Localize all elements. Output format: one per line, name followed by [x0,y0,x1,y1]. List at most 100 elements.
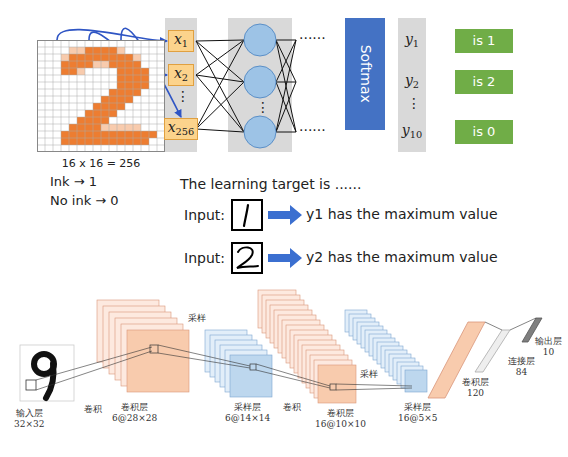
ink-cell [85,110,93,117]
ink-cell [85,61,93,68]
ellipsis: ⋮ [176,88,190,104]
subscript: 2 [182,72,188,83]
ink-cell [77,47,85,54]
grid-caption: 16 x 16 = 256 [37,157,165,170]
ink-cell [101,54,109,61]
ink-cell [77,131,85,138]
projection-line [256,370,330,388]
box-label: y1 [405,32,419,50]
ellipsis: ⋮ [256,99,270,115]
projection-line [336,384,412,386]
input-band [165,18,197,152]
ink-cell [125,96,133,103]
handwritten-nine [46,364,54,398]
projection-line [36,351,152,390]
pointer-arrow [57,30,167,41]
subscript: 256 [176,126,195,137]
box-label: y2 [405,73,419,91]
ink-cell [125,131,133,138]
ink-cell [69,61,77,68]
projection-line [510,318,536,330]
class-box: is 2 [455,70,513,94]
ink-cell [125,61,133,68]
ink-cell [101,110,109,117]
ink-cell [133,54,141,61]
projection-line [485,322,502,330]
ink-cell [61,68,69,75]
pixel-grid: 16 x 16 = 256 [37,40,165,170]
subscript: 2 [413,79,419,90]
link-line [196,75,244,82]
link-line [276,40,296,82]
link-line [276,40,296,132]
ink-cell [93,131,101,138]
layer-label: 采样层 6@14×14 [225,402,270,424]
ink-cell [93,103,101,110]
layer-label: 连接层 84 [508,356,535,378]
ink-cell [93,54,101,61]
input-unit: x1 [168,30,194,52]
layer-label: 卷积层 120 [462,377,489,399]
ellipsis: ...... [299,118,326,134]
ink-cell [141,82,149,89]
receptive-field [250,364,256,370]
projection-line [336,388,412,390]
grid-line [133,40,134,152]
ink-cell [109,138,117,145]
link-line [276,40,296,82]
target-text: y1 has the maximum value [306,206,498,222]
grid-line [109,40,110,152]
grid-line [157,40,158,152]
layer-label: 卷积层 6@28×28 [112,402,157,424]
neuron-links [196,40,296,132]
ink-cell [61,61,69,68]
input-unit: x2 [168,64,194,86]
link-line [276,40,296,41]
box-label: is 0 [473,125,496,139]
grid-line [37,138,165,139]
ink-cell [141,75,149,82]
ink-cell [85,131,93,138]
receptive-field [150,345,158,353]
ink-cell [125,54,133,61]
ink-cell [101,96,109,103]
subscript: 1 [182,38,188,49]
ink-cell [69,138,77,145]
ink-cell [125,82,133,89]
ink-cell [85,138,93,145]
ink-cell [109,103,117,110]
ink-cell [69,124,77,131]
link-line [196,129,244,132]
ink-cell [93,47,101,54]
grid-ground [37,40,165,152]
ink-cell [77,124,85,131]
operation-label: 采样 [188,313,206,324]
ink-cell [125,89,133,96]
ink-cell [109,124,117,131]
ink-cell [93,117,101,124]
subscript: 1 [413,38,419,49]
layer-label: 采样层 16@5×5 [398,402,437,424]
ink-cell [77,61,85,68]
link-line [196,41,244,132]
box-label: Softmax [357,45,372,103]
ink-cell [61,131,69,138]
ink-cell [69,131,77,138]
note: Ink → 1 [50,174,97,189]
ink-cell [133,68,141,75]
handwritten-one [244,205,248,226]
ink-cell [77,117,85,124]
output-band [398,18,426,152]
ink-cell [117,89,125,96]
output-unit: y10 [398,121,426,143]
ink-cell [77,138,85,145]
neuron [244,66,276,98]
ink-cell [85,117,93,124]
link-line [196,40,244,129]
link-line [196,40,244,41]
box-label: is 2 [473,75,496,89]
ink-cell [101,131,109,138]
ink-cell [133,82,141,89]
input-label: Input: [184,250,225,266]
block-arrow [268,248,302,268]
